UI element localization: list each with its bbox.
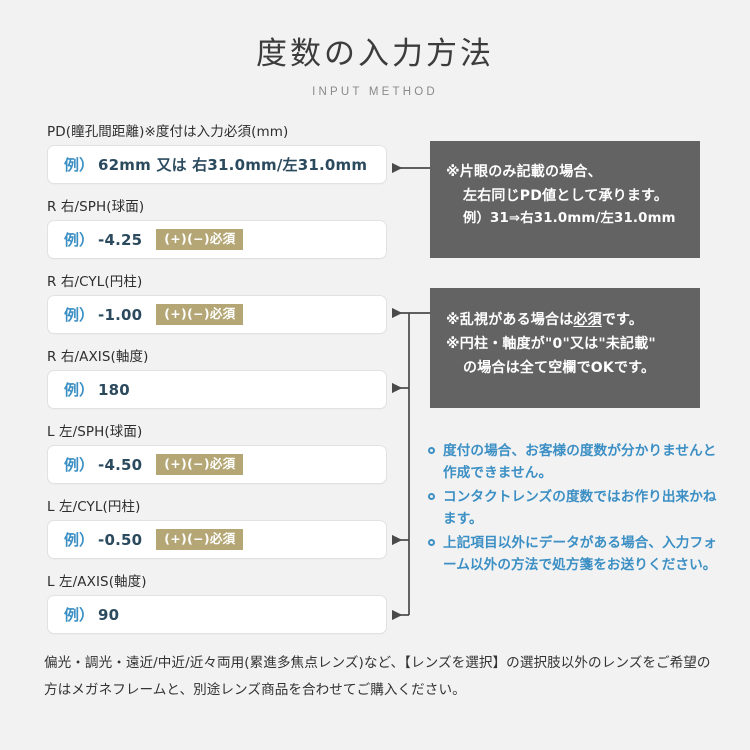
list-item: コンタクトレンズの度数ではお作り出来かねます。 xyxy=(428,486,718,530)
example-value: 62mm 又は 右31.0mm/左31.0mm xyxy=(98,156,368,174)
callout-cyl-line1: ※乱視がある場合は必須です。 xyxy=(446,308,700,332)
example-prefix: 例） xyxy=(64,231,95,249)
example-value: -4.50 xyxy=(98,455,143,474)
list-item: 上記項目以外にデータがある場合、入力フォーム以外の方法で処方箋をお送りください。 xyxy=(428,532,718,576)
field-group-r-axis: R 右/AXIS(軸度) 例） 180 xyxy=(47,345,387,409)
field-label-l-cyl: L 左/CYL(円柱) xyxy=(47,499,141,515)
notes-list: 度付の場合、お客様の度数が分かりませんと作成できません。 コンタクトレンズの度数… xyxy=(428,440,718,578)
note-text: 度付の場合、お客様の度数が分かりませんと作成できません。 xyxy=(443,443,717,482)
bullet-circle-icon xyxy=(428,493,435,501)
example-value: 90 xyxy=(98,605,120,624)
field-label-r-sph: R 右/SPH(球面) xyxy=(47,199,145,215)
required-badge: (+)(−)必須 xyxy=(156,228,244,251)
input-l-sph[interactable]: 例） -4.50 (+)(−)必須 xyxy=(47,445,387,484)
example-prefix: 例） xyxy=(64,306,95,324)
example-prefix: 例） xyxy=(64,531,95,549)
page-subtitle: INPUT METHOD xyxy=(312,86,438,99)
field-label-l-axis: L 左/AXIS(軸度) xyxy=(47,574,147,590)
note-text: 上記項目以外にデータがある場合、入力フォーム以外の方法で処方箋をお送りください。 xyxy=(443,535,717,574)
field-label-pd: PD(瞳孔間距離)※度付は入力必須(mm) xyxy=(47,124,289,140)
page-title: 度数の入力方法 xyxy=(256,36,494,72)
field-label-l-sph: L 左/SPH(球面) xyxy=(47,424,143,440)
example-prefix: 例） xyxy=(64,156,95,174)
example-value: 180 xyxy=(98,380,130,399)
callout-pd-line1: ※片眼のみ記載の場合、 xyxy=(446,164,602,180)
bullet-circle-icon xyxy=(428,539,435,547)
callout-cyl-line1-b: です。 xyxy=(601,312,644,328)
example-value: -0.50 xyxy=(98,530,143,549)
callout-pd: ※片眼のみ記載の場合、 左右同じPD値として承ります。 例）31⇒右31.0mm… xyxy=(430,141,700,258)
example-prefix: 例） xyxy=(64,381,95,399)
callout-cyl-axis: ※乱視がある場合は必須です。 ※円柱・軸度が"0"又は"未記載" の場合は全て空… xyxy=(430,288,700,408)
field-group-l-cyl: L 左/CYL(円柱) 例） -0.50 (+)(−)必須 xyxy=(47,495,387,559)
callout-cyl-line3: の場合は全て空欄でOKです。 xyxy=(463,360,656,377)
footer-note: 偏光・調光・遠近/中近/近々両用(累進多焦点レンズ)など、【レンズを選択】の選択… xyxy=(44,655,711,698)
field-group-r-sph: R 右/SPH(球面) 例） -4.25 (+)(−)必須 xyxy=(47,195,387,259)
input-pd[interactable]: 例） 62mm 又は 右31.0mm/左31.0mm xyxy=(47,145,387,184)
field-group-r-cyl: R 右/CYL(円柱) 例） -1.00 (+)(−)必須 xyxy=(47,270,387,334)
example-prefix: 例） xyxy=(64,606,95,624)
callout-pd-line2: 左右同じPD値として承ります。 xyxy=(463,188,669,205)
list-item: 度付の場合、お客様の度数が分かりませんと作成できません。 xyxy=(428,440,718,484)
callout-pd-line3: 例）31⇒右31.0mm/左31.0mm xyxy=(463,211,676,227)
example-prefix: 例） xyxy=(64,456,95,474)
page-header: 度数の入力方法 INPUT METHOD xyxy=(0,36,750,98)
callout-cyl-line2: ※円柱・軸度が"0"又は"未記載" xyxy=(446,336,656,353)
example-value: -1.00 xyxy=(98,305,143,324)
required-badge: (+)(−)必須 xyxy=(156,528,244,551)
note-text: コンタクトレンズの度数ではお作り出来かねます。 xyxy=(443,489,717,528)
input-r-sph[interactable]: 例） -4.25 (+)(−)必須 xyxy=(47,220,387,259)
required-badge: (+)(−)必須 xyxy=(156,303,244,326)
input-r-axis[interactable]: 例） 180 xyxy=(47,370,387,409)
field-group-pd: PD(瞳孔間距離)※度付は入力必須(mm) 例） 62mm 又は 右31.0mm… xyxy=(47,120,387,184)
input-r-cyl[interactable]: 例） -1.00 (+)(−)必須 xyxy=(47,295,387,334)
field-group-l-sph: L 左/SPH(球面) 例） -4.50 (+)(−)必須 xyxy=(47,420,387,484)
field-group-l-axis: L 左/AXIS(軸度) 例） 90 xyxy=(47,570,387,634)
callout-cyl-line1-a: ※乱視がある場合は xyxy=(446,312,574,328)
callout-cyl-line1-underline: 必須 xyxy=(573,312,602,328)
prescription-form: PD(瞳孔間距離)※度付は入力必須(mm) 例） 62mm 又は 右31.0mm… xyxy=(47,120,387,645)
bullet-circle-icon xyxy=(428,447,435,454)
input-l-axis[interactable]: 例） 90 xyxy=(47,595,387,634)
field-label-r-cyl: R 右/CYL(円柱) xyxy=(47,274,143,290)
example-value: -4.25 xyxy=(98,230,143,249)
field-label-r-axis: R 右/AXIS(軸度) xyxy=(47,349,149,365)
required-badge: (+)(−)必須 xyxy=(156,453,244,476)
input-l-cyl[interactable]: 例） -0.50 (+)(−)必須 xyxy=(47,520,387,559)
